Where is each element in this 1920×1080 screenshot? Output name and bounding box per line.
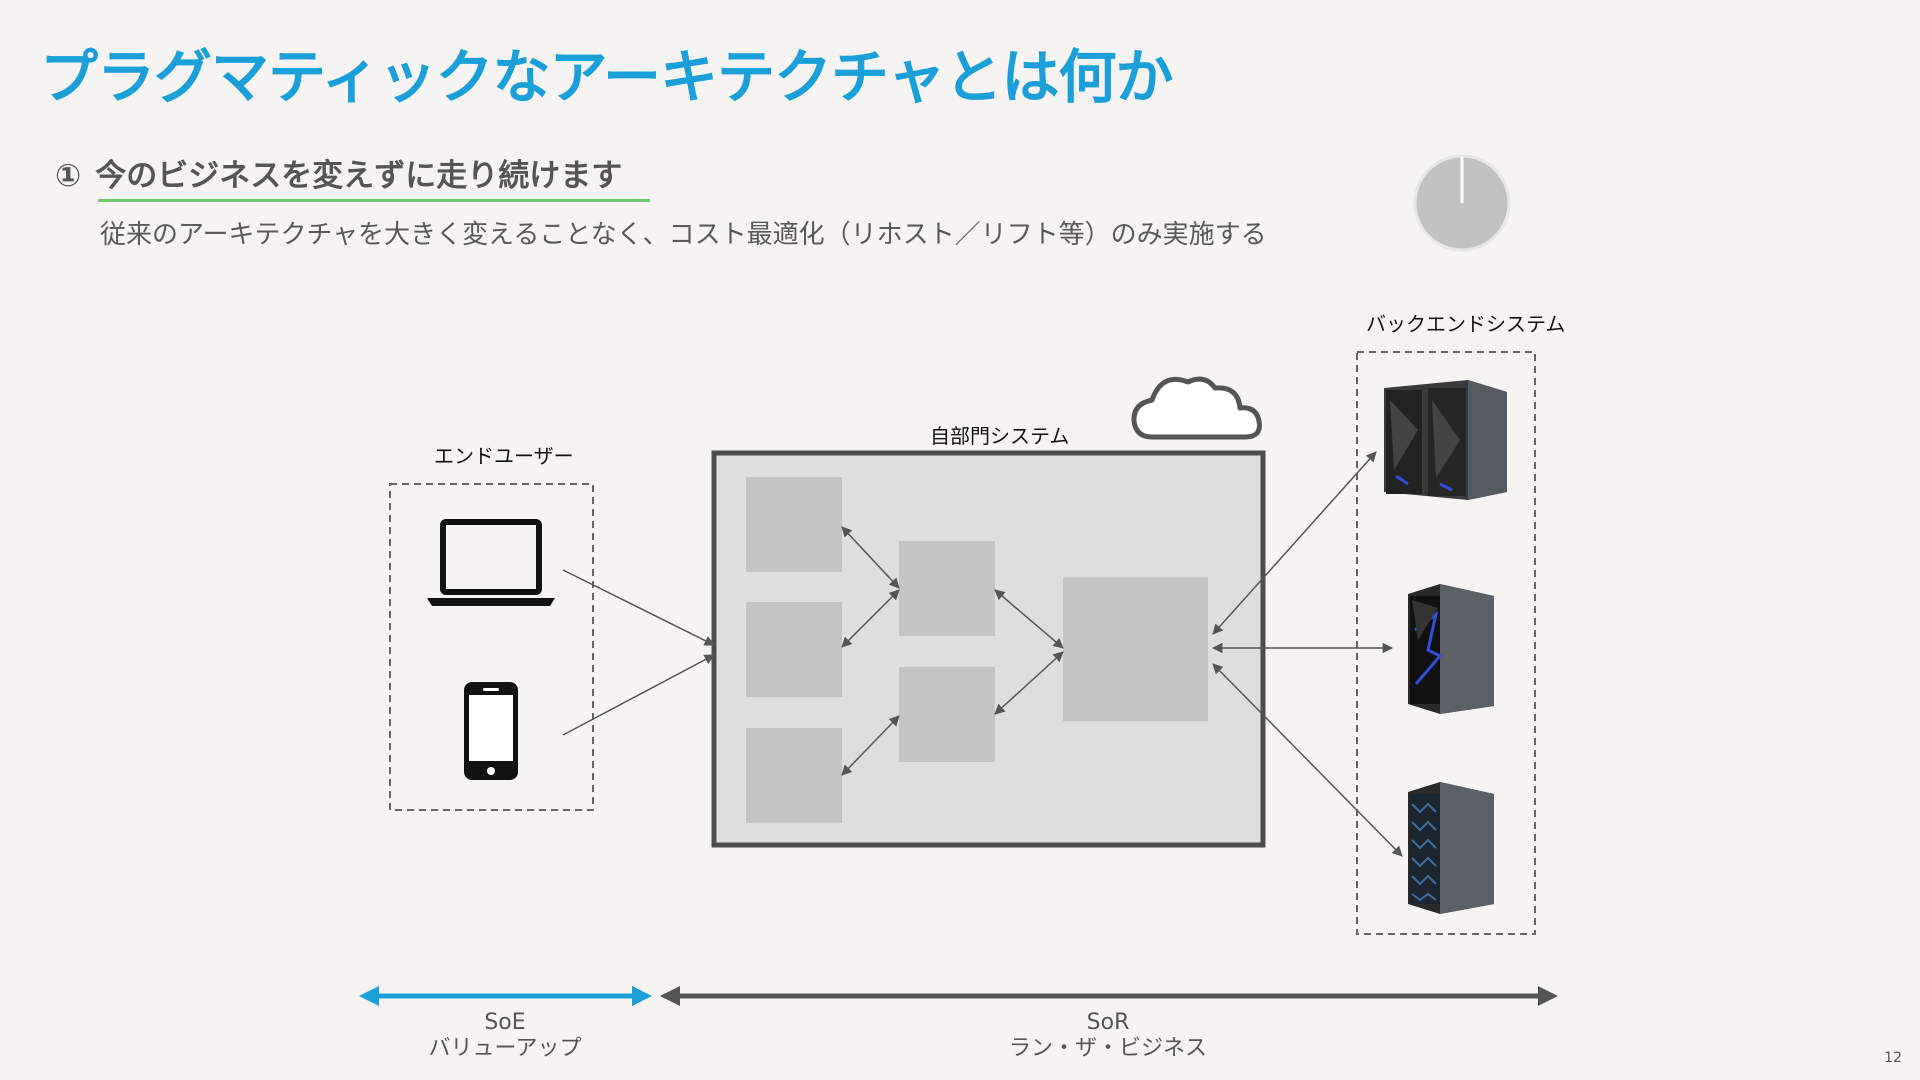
page-number: 12	[1884, 1050, 1902, 1066]
arrow-m6-server1	[1212, 451, 1377, 635]
module-box-1	[746, 477, 842, 572]
slide-subtitle: 従来のアーキテクチャを大きく変えることなく、コスト最適化（リホスト／リフト等）の…	[100, 220, 1267, 250]
end-user-label: エンドユーザー	[434, 444, 574, 468]
module-box-5	[899, 667, 995, 762]
sor-description: ラン・ザ・ビジネス	[1008, 1036, 1207, 1061]
server-icon-2	[1408, 584, 1494, 714]
laptop-icon	[427, 519, 555, 606]
backend-label: バックエンドシステム	[1366, 312, 1566, 336]
sor-label: SoR ラン・ザ・ビジネス	[1008, 1010, 1208, 1062]
arrow-m1-m4	[841, 526, 900, 589]
module-box-3	[746, 728, 842, 823]
step-underline	[98, 199, 650, 202]
step-number: ①	[55, 158, 82, 194]
department-system-label: 自部門システム	[930, 424, 1070, 448]
arrow-m5-m6	[994, 651, 1064, 715]
soe-name: SoE	[484, 1010, 526, 1035]
arrow-m6-server3	[1212, 663, 1403, 857]
arrow-m2-m4	[841, 589, 900, 648]
cloud-icon	[1131, 376, 1262, 440]
arrow-laptop-to-system	[562, 569, 715, 646]
soe-description: バリューアップ	[428, 1036, 582, 1061]
step-heading: ① 今のビジネスを変えずに走り続けます	[55, 150, 622, 195]
connection-arrows	[562, 451, 1403, 857]
module-box-6	[1063, 577, 1208, 721]
smartphone-icon	[464, 682, 518, 780]
step-heading-text: 今のビジネスを変えずに走り続けます	[95, 158, 623, 194]
timer-icon	[1413, 154, 1511, 252]
soe-label: SoE バリューアップ	[405, 1010, 605, 1062]
arrow-m4-m6	[994, 589, 1064, 649]
sor-name: SoR	[1086, 1010, 1130, 1035]
slide-title: プラグマティックなアーキテクチャとは何か	[40, 43, 1173, 111]
module-box-4	[899, 541, 995, 636]
arrow-phone-to-system	[562, 654, 715, 736]
end-user-box	[389, 483, 594, 811]
server-icon-1	[1384, 380, 1507, 500]
server-icon-3	[1408, 782, 1494, 914]
arrow-m3-m5	[841, 715, 900, 776]
module-box-2	[746, 602, 842, 697]
